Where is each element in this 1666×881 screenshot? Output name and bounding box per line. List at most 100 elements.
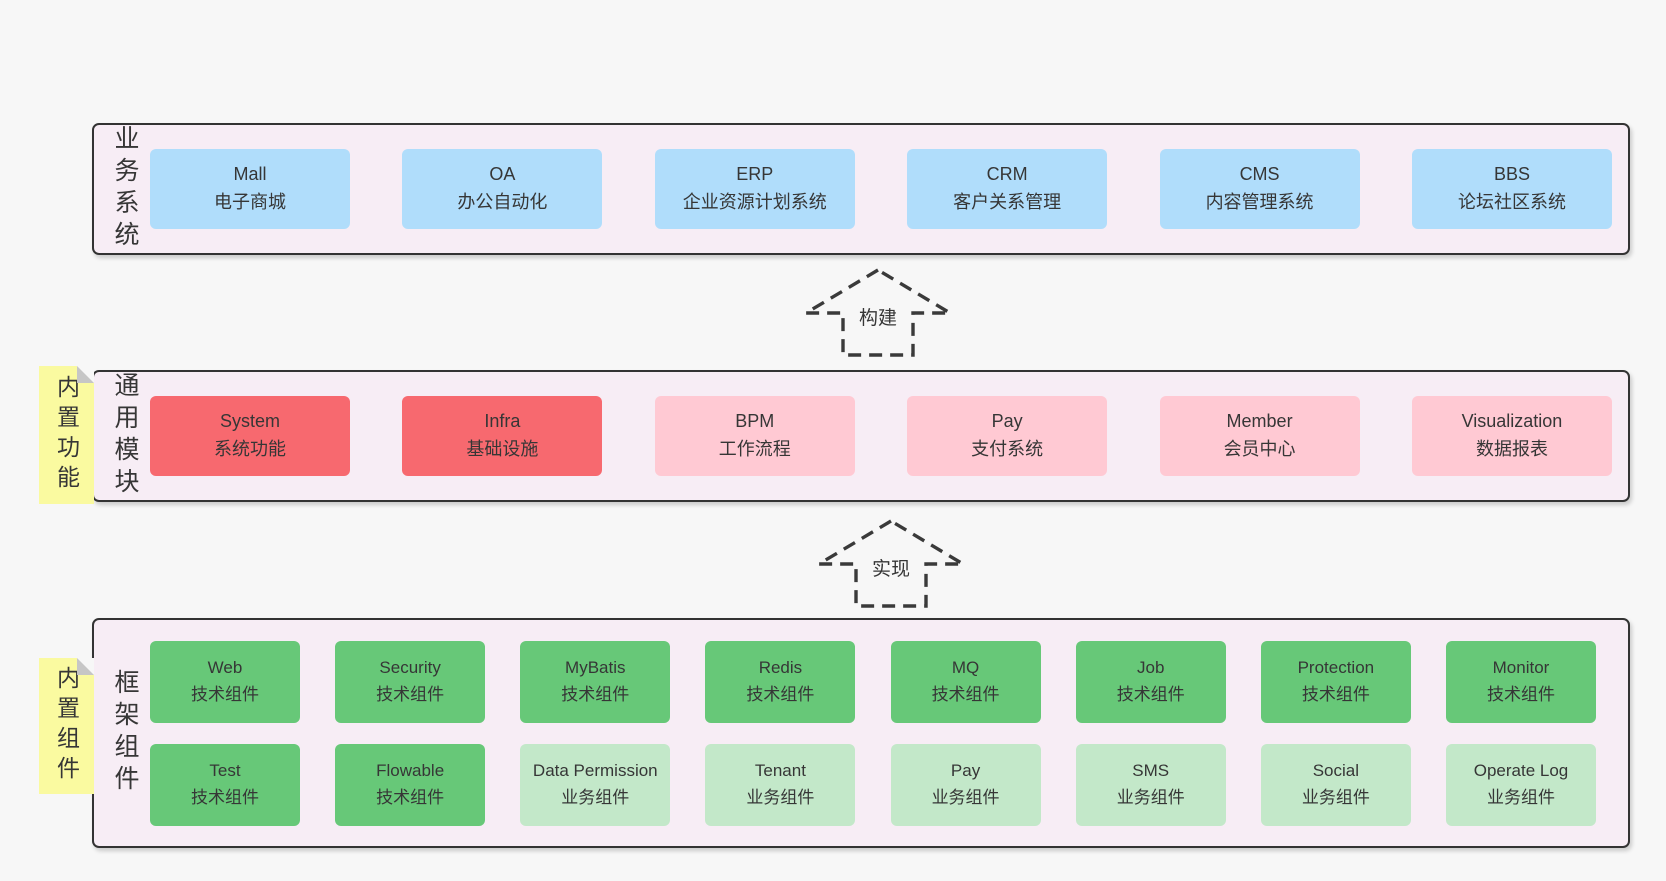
box-visualization: Visualization 数据报表 — [1411, 396, 1612, 476]
box-subtitle: 客户关系管理 — [953, 192, 1062, 212]
box-erp: ERP 企业资源计划系统 — [654, 149, 855, 229]
box-mall: Mall 电子商城 — [150, 149, 350, 229]
box-mybatis: MyBatis 技术组件 — [520, 640, 671, 723]
box-security: Security 技术组件 — [335, 640, 486, 723]
box-bpm: BPM 工作流程 — [654, 396, 855, 476]
modules-box-row: System 系统功能 Infra 基础设施 BPM 工作流程 Pay 支付系统… — [150, 396, 1628, 476]
box-subtitle: 业务组件 — [1116, 787, 1185, 807]
box-title: CRM — [986, 164, 1028, 185]
box-title: BPM — [735, 411, 775, 432]
box-subtitle: 技术组件 — [191, 787, 259, 807]
box-crm: CRM 客户关系管理 — [907, 149, 1108, 229]
box-title: Visualization — [1461, 411, 1563, 432]
box-job: Job 技术组件 — [1075, 640, 1226, 723]
box-title: Social — [1312, 761, 1359, 781]
box-subtitle: 技术组件 — [561, 684, 630, 704]
box-title: Pay — [950, 761, 981, 781]
box-cms: CMS 内容管理系统 — [1159, 149, 1360, 229]
box-bbs: BBS 论坛社区系统 — [1411, 149, 1612, 229]
box-web: Web 技术组件 — [150, 640, 300, 723]
box-redis: Redis 技术组件 — [705, 640, 856, 723]
box-subtitle: 基础设施 — [466, 439, 539, 459]
box-subtitle: 技术组件 — [746, 684, 815, 704]
box-sms: SMS 业务组件 — [1075, 743, 1226, 826]
box-title: SMS — [1132, 761, 1170, 781]
box-subtitle: 企业资源计划系统 — [682, 192, 827, 212]
box-subtitle: 技术组件 — [1116, 684, 1185, 704]
box-subtitle: 办公自动化 — [457, 192, 548, 212]
note-text: 内置组件 — [53, 666, 80, 786]
box-subtitle: 会员中心 — [1223, 439, 1296, 459]
box-member: Member 会员中心 — [1159, 396, 1360, 476]
builtin-components-note: 内置组件 — [39, 658, 94, 794]
box-subtitle: 业务组件 — [561, 787, 630, 807]
box-title: Flowable — [376, 761, 445, 781]
box-title: Member — [1226, 411, 1293, 432]
box-tenant: Tenant 业务组件 — [705, 743, 856, 826]
box-title: Mall — [233, 164, 267, 185]
business-panel-side-label: 业务系统 — [100, 125, 150, 253]
business-systems-panel: 业务系统 Mall 电子商城 OA 办公自动化 ERP 企业资源计划系统 CRM… — [92, 123, 1630, 255]
box-title: CMS — [1239, 164, 1280, 185]
box-subtitle: 电子商城 — [214, 192, 286, 212]
box-oa: OA 办公自动化 — [402, 149, 603, 229]
box-mq: MQ 技术组件 — [890, 640, 1041, 723]
box-monitor: Monitor 技术组件 — [1445, 640, 1596, 723]
box-pay-module: Pay 支付系统 — [907, 396, 1108, 476]
framework-components-panel: 框架组件 Web 技术组件 Security 技术组件 MyBatis 技术组件… — [92, 618, 1630, 848]
box-subtitle: 论坛社区系统 — [1457, 192, 1566, 212]
box-title: Test — [209, 761, 241, 781]
box-subtitle: 业务组件 — [746, 787, 815, 807]
box-title: Data Permission — [532, 761, 658, 781]
up-arrow-icon — [803, 268, 953, 357]
box-pay-component: Pay 业务组件 — [890, 743, 1041, 826]
box-title: MQ — [951, 658, 980, 678]
business-box-row: Mall 电子商城 OA 办公自动化 ERP 企业资源计划系统 CRM 客户关系… — [150, 149, 1628, 229]
components-box-row-1: Web 技术组件 Security 技术组件 MyBatis 技术组件 Redi… — [150, 640, 1596, 723]
box-title: Monitor — [1492, 658, 1550, 678]
implement-arrow: 实现 — [816, 518, 966, 610]
build-arrow: 构建 — [803, 267, 953, 359]
box-data-permission: Data Permission 业务组件 — [520, 743, 671, 826]
box-title: Pay — [991, 411, 1023, 432]
box-subtitle: 业务组件 — [1301, 787, 1370, 807]
side-label-text: 框架组件 — [111, 669, 139, 797]
components-panel-side-label: 框架组件 — [100, 669, 150, 797]
box-title: MyBatis — [565, 658, 626, 678]
up-arrow-icon — [816, 519, 966, 608]
side-label-text: 通用模块 — [111, 372, 139, 500]
box-subtitle: 业务组件 — [1486, 787, 1555, 807]
box-title: Redis — [758, 658, 803, 678]
box-infra: Infra 基础设施 — [402, 396, 603, 476]
box-title: Job — [1136, 658, 1165, 678]
box-test: Test 技术组件 — [150, 743, 300, 826]
note-text: 内置功能 — [53, 375, 80, 495]
box-title: Security — [379, 658, 441, 678]
box-title: System — [219, 411, 280, 432]
box-title: Infra — [484, 411, 521, 432]
box-flowable: Flowable 技术组件 — [335, 743, 486, 826]
box-title: Operate Log — [1473, 761, 1569, 781]
box-subtitle: 技术组件 — [1301, 684, 1370, 704]
box-system: System 系统功能 — [150, 396, 350, 476]
common-modules-panel: 通用模块 System 系统功能 Infra 基础设施 BPM 工作流程 Pay… — [92, 370, 1630, 502]
box-subtitle: 工作流程 — [718, 439, 791, 459]
box-social: Social 业务组件 — [1260, 743, 1411, 826]
modules-panel-side-label: 通用模块 — [100, 372, 150, 500]
box-subtitle: 技术组件 — [376, 684, 445, 704]
box-subtitle: 支付系统 — [971, 439, 1044, 459]
box-title: ERP — [736, 164, 774, 185]
components-box-row-2: Test 技术组件 Flowable 技术组件 Data Permission … — [150, 743, 1596, 826]
box-protection: Protection 技术组件 — [1260, 640, 1411, 723]
implement-arrow-label: 实现 — [867, 554, 915, 581]
box-title: Tenant — [754, 761, 806, 781]
box-subtitle: 业务组件 — [931, 787, 1000, 807]
side-label-text: 业务系统 — [111, 125, 139, 253]
box-subtitle: 系统功能 — [214, 439, 286, 459]
components-box-grid: Web 技术组件 Security 技术组件 MyBatis 技术组件 Redi… — [150, 640, 1628, 826]
box-title: BBS — [1493, 164, 1530, 185]
build-arrow-label: 构建 — [854, 303, 902, 330]
box-subtitle: 内容管理系统 — [1205, 192, 1314, 212]
box-subtitle: 技术组件 — [1486, 684, 1555, 704]
